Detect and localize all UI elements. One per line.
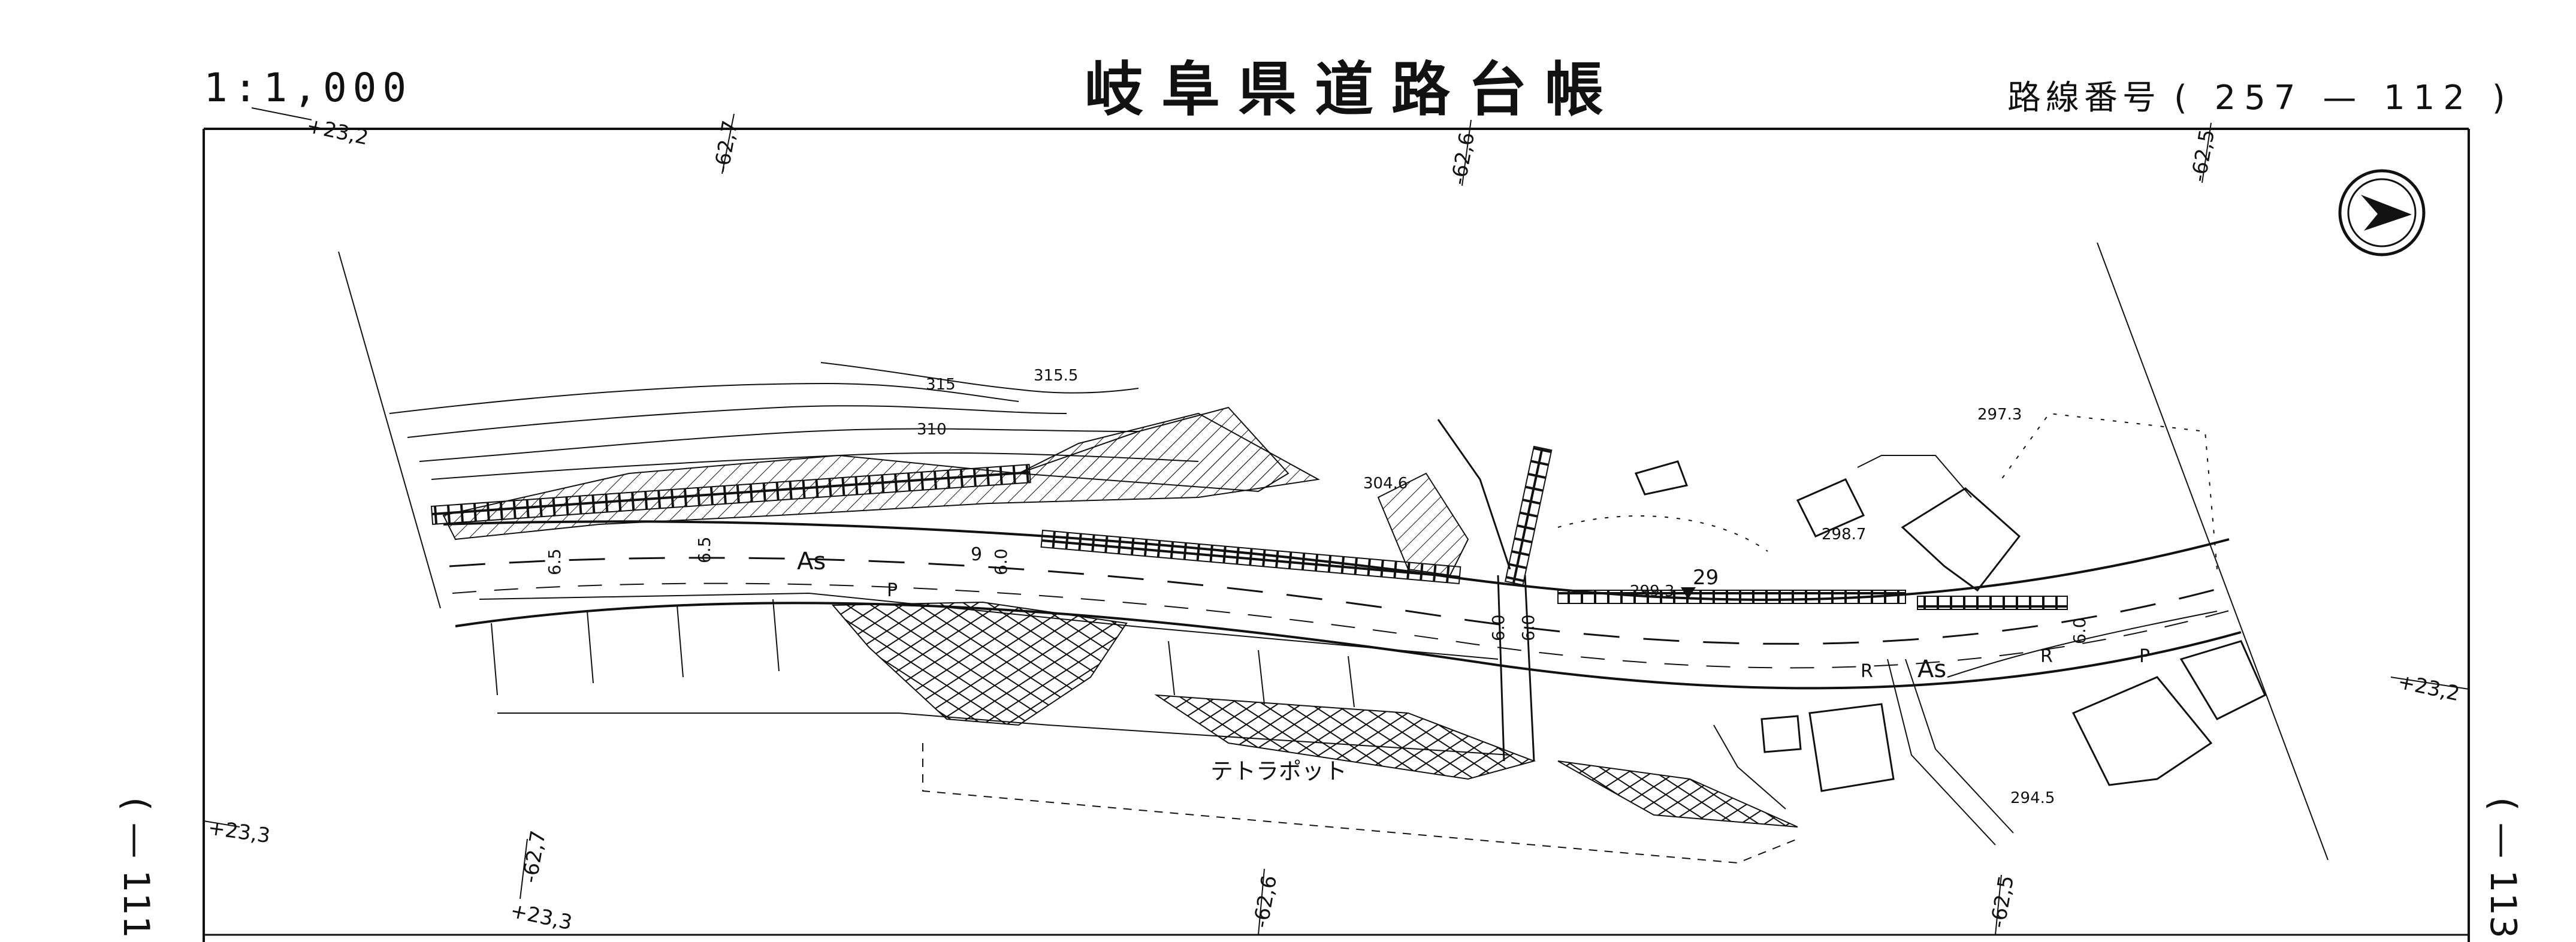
- elevation-label: 299.3: [1630, 582, 1674, 600]
- slope-hatching: [442, 406, 1469, 576]
- road-label: As: [1917, 656, 1946, 683]
- road-label: 6.0: [2070, 617, 2089, 644]
- north-arrow-icon: [2338, 169, 2426, 256]
- route-number-label: 路線番号 ( 257 — 112 ): [2007, 71, 2514, 119]
- road-label: 6.0: [1488, 614, 1508, 641]
- lot-number-label: 29: [1693, 566, 1719, 590]
- road: [443, 520, 2242, 690]
- stream-crossing: [1437, 419, 1535, 762]
- road-labels: As As P P R R 6.5 6.5 9 6.0 6.0 6.0 6.0: [545, 536, 2150, 683]
- map-extent-lines: [338, 242, 2329, 861]
- buildings: [1634, 460, 2266, 792]
- elevation-label: 297.3: [1977, 406, 2022, 424]
- side-roads: [1557, 412, 2218, 846]
- route-number-value: ( 257 — 112 ): [2174, 78, 2514, 117]
- road-label: 6.5: [545, 548, 564, 575]
- elevation-label: 298.7: [1822, 526, 1866, 544]
- map-title: 岐阜県道路台帳: [1085, 56, 1622, 124]
- grid-label: -62,6: [1446, 131, 1479, 187]
- grid-label: -62,6: [1249, 874, 1282, 930]
- road-label: 6.5: [694, 536, 714, 563]
- grid-label: -62,5: [1986, 874, 2019, 930]
- map-scale: 1:1,000: [204, 65, 413, 111]
- road-label: R: [1861, 661, 1873, 682]
- grid-label: -62,5: [2187, 128, 2219, 184]
- road-label: P: [887, 580, 898, 601]
- grid-ticks: [203, 107, 2469, 935]
- road-label: 6.0: [991, 548, 1011, 575]
- road-label: P: [2139, 646, 2150, 667]
- sheet-frame: [203, 128, 2470, 942]
- elevation-labels: 304.6 298.7 297.3 299.3 294.5: [1363, 406, 2055, 807]
- road-label: 9: [971, 544, 982, 565]
- grid-label: -62,7: [518, 829, 551, 885]
- tetrapod-label: テトラポット: [1210, 758, 1347, 784]
- contour-labels: 315 315.5 310: [917, 367, 1078, 439]
- road-label: 6.0: [1518, 614, 1538, 641]
- elevation-label: 304.6: [1363, 475, 1408, 493]
- grid-label: +23,3: [508, 899, 574, 935]
- contour-label: 315: [926, 376, 956, 394]
- benchmark-marker: [1681, 587, 1696, 599]
- grid-label: +23,3: [207, 816, 272, 848]
- grid-label: +23,2: [2396, 670, 2462, 707]
- elevation-label: 294.5: [2010, 789, 2055, 807]
- route-label-text: 路線番号: [2007, 78, 2161, 117]
- grid-label: -62,7: [709, 119, 742, 175]
- contour-label: 310: [917, 421, 947, 439]
- tetrapod-areas: [831, 601, 1798, 864]
- road-label: R: [2040, 646, 2053, 667]
- grid-label: +23,2: [304, 114, 370, 150]
- contour-label: 315.5: [1034, 367, 1078, 385]
- road-label: As: [797, 548, 826, 575]
